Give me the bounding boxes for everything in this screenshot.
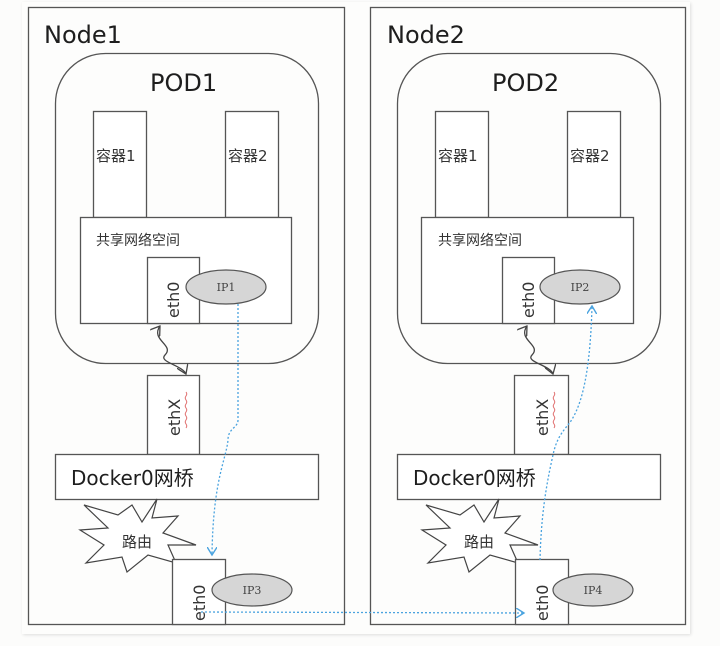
flow-ip3-to-ip4: [200, 612, 524, 613]
node-2: Node2 POD2 容器1 容器2 共享网络空间 eth0 IP2 ethX: [369, 6, 687, 626]
pod-1-container-1-label: 容器1: [96, 147, 136, 165]
node-2-route-label: 路由: [464, 533, 494, 551]
pod-1-title: POD1: [150, 69, 217, 97]
node-1-route-label: 路由: [122, 533, 152, 551]
pod-2-container-1: [434, 110, 490, 219]
pod-2-container-2: [566, 110, 622, 219]
node-1-docker0-bridge-label: Docker0网桥: [71, 466, 194, 490]
node-1-host-ip-badge: [211, 573, 293, 607]
pod-2-eth0-label: eth0: [519, 282, 538, 318]
node-2-route-burst-icon: [420, 498, 539, 574]
node-2-host-ip-badge: [552, 573, 634, 607]
pod-1-container-2-label: 容器2: [228, 147, 268, 165]
node-2-host-eth0-label: eth0: [533, 585, 552, 621]
pod-2-container-2-label: 容器2: [570, 147, 610, 165]
flow-ip4-to-ip2: [539, 306, 592, 561]
node-2-host-ip-label: IP4: [584, 584, 603, 597]
node-1-ethx-label: ethX: [165, 399, 184, 436]
pod-1-veth-link-icon: [158, 326, 186, 374]
node-1: Node1 POD1 容器1 容器2 共享网络空间 eth0 IP1 ethX: [27, 6, 346, 626]
node-1-route-burst-icon: [78, 498, 197, 574]
node-1-title: Node1: [44, 21, 122, 49]
pod-2-veth-link-icon: [525, 326, 553, 374]
pod-1-shared-network-label: 共享网络空间: [96, 232, 180, 249]
node-2-ethx: [513, 374, 570, 456]
node-1-ethx-spellcheck-underline: [184, 391, 188, 429]
pod-1-ip-label: IP1: [217, 281, 236, 294]
pod-1-container-1: [92, 110, 148, 219]
pod-1-container-2: [224, 110, 280, 219]
node-2-ethx-label: ethX: [533, 399, 552, 436]
pod-2-container-1-label: 容器1: [438, 147, 478, 165]
flow-ip1-to-ip3: [212, 304, 239, 555]
pod-2: POD2 容器1 容器2 共享网络空间 eth0 IP2: [396, 52, 662, 365]
node-1-host-ip-label: IP3: [243, 584, 262, 597]
pod-1: POD1 容器1 容器2 共享网络空间 eth0 IP1: [54, 52, 320, 365]
node-1-docker0-bridge: [54, 453, 320, 501]
pod-1-ip-badge: [185, 269, 267, 305]
node-2-docker0-bridge: [396, 453, 662, 501]
pod-1-eth0-label: eth0: [164, 282, 183, 318]
node-1-host-eth0-label: eth0: [190, 585, 209, 621]
pod-2-shared-network-label: 共享网络空间: [438, 232, 522, 249]
pod-2-title: POD2: [492, 69, 559, 97]
pod-2-ip-label: IP2: [571, 281, 590, 294]
node-2-title: Node2: [387, 21, 465, 49]
node-2-docker0-bridge-label: Docker0网桥: [413, 466, 536, 490]
pod-2-ip-badge: [539, 269, 621, 305]
node-2-ethx-spellcheck-underline: [552, 391, 556, 429]
packet-flow: [200, 304, 592, 613]
